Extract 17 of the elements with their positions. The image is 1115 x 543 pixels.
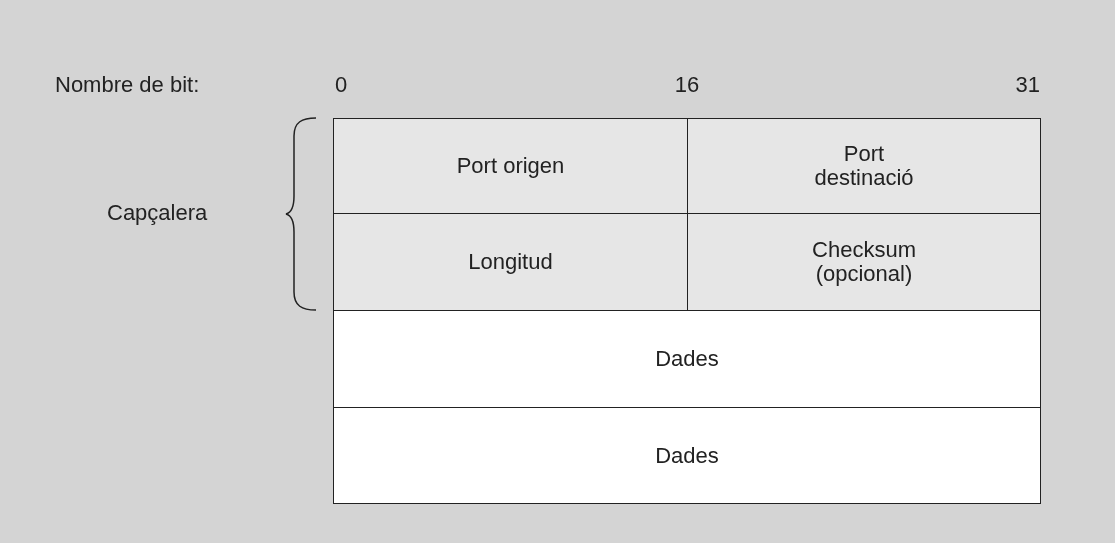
field-name: Dades xyxy=(655,443,719,468)
field-cell xyxy=(333,213,688,311)
field-name: Port origen xyxy=(456,154,565,178)
field-name: Port destinació xyxy=(813,142,915,190)
field-name: Dades xyxy=(655,347,719,371)
header-label: Capçalera xyxy=(107,200,208,226)
field-cell xyxy=(333,407,1041,504)
field-name: Checksum (opcional) xyxy=(811,238,917,286)
bit-number: 0 xyxy=(334,72,348,98)
field-cell xyxy=(687,213,1041,311)
bit-number: 31 xyxy=(1015,72,1040,98)
field-name: Longitud xyxy=(468,250,553,274)
field-cell xyxy=(333,310,1041,408)
field-cell xyxy=(333,118,688,214)
field-cell xyxy=(687,118,1041,214)
bit-number: 16 xyxy=(674,72,700,98)
axis-title: Nombre de bit: xyxy=(55,72,200,98)
